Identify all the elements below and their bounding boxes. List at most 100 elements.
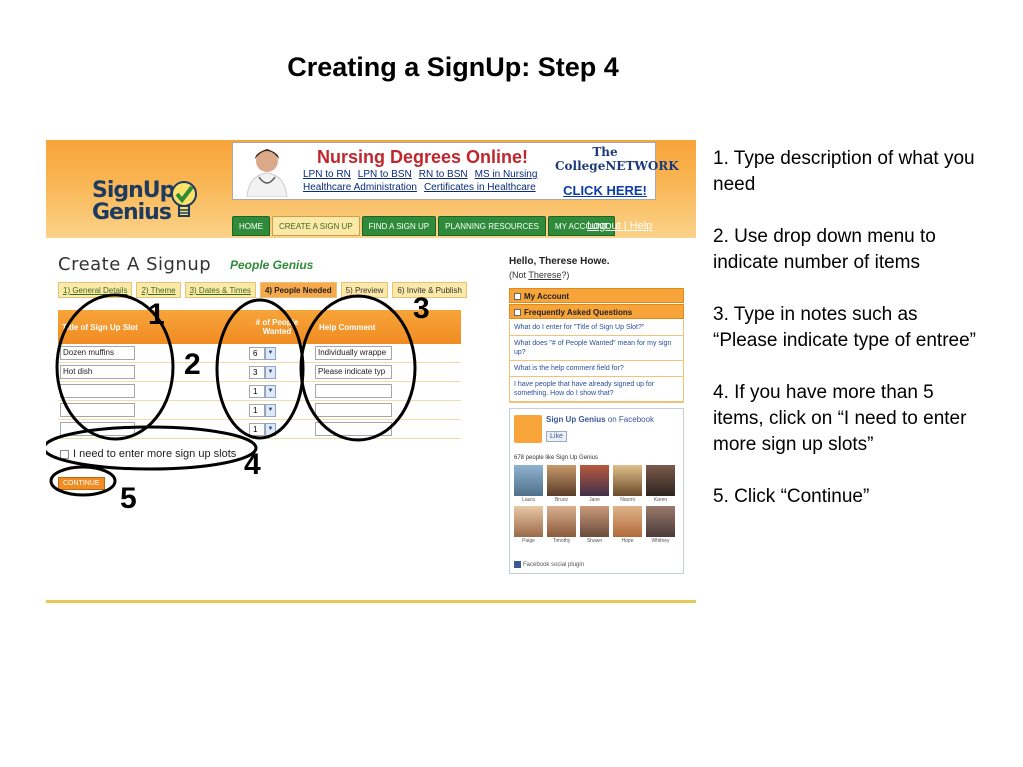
slot-title-input[interactable]: Dozen muffins <box>60 346 135 360</box>
fb-face[interactable]: Paige <box>514 506 543 545</box>
people-wanted-select[interactable]: 3▼ <box>249 365 276 379</box>
faq-item[interactable]: I have people that have already signed u… <box>510 377 683 402</box>
annotation-number-5: 5 <box>120 482 137 515</box>
step-invite-publish[interactable]: 6) Invite & Publish <box>392 282 467 298</box>
slot-title-input[interactable] <box>60 422 135 436</box>
annotation-number-3: 3 <box>413 292 430 325</box>
top-links: Logout | Help <box>587 220 653 232</box>
my-account-panel[interactable]: My Account <box>509 288 684 303</box>
step-people-needed[interactable]: 4) People Needed <box>259 282 337 298</box>
chevron-down-icon[interactable]: ▼ <box>265 422 276 436</box>
continue-button[interactable]: CONTINUE <box>58 477 105 490</box>
fb-on-facebook: on Facebook <box>607 415 655 424</box>
ad-link[interactable]: MS in Nursing <box>474 169 538 180</box>
not-user-link[interactable]: Therese <box>528 270 562 280</box>
faq-item[interactable]: What does "# of People Wanted" mean for … <box>510 336 683 361</box>
slot-title-input[interactable]: Hot dish <box>60 365 135 379</box>
fb-face-name: Hope <box>621 538 634 544</box>
instruction-notes: 1. Type description of what you need 2. … <box>713 146 978 536</box>
logout-link[interactable]: Logout <box>587 220 621 232</box>
fb-face[interactable]: Karen <box>646 465 675 504</box>
table-row: 1▼ <box>58 382 461 401</box>
chevron-down-icon[interactable]: ▼ <box>265 403 276 417</box>
help-comment-input[interactable]: Individually wrappe <box>315 346 392 360</box>
chevron-down-icon[interactable]: ▼ <box>265 346 276 360</box>
fb-like-button[interactable]: Like <box>546 431 567 442</box>
greeting: Hello, Therese Howe. <box>509 256 610 267</box>
ad-link[interactable]: LPN to BSN <box>357 169 412 180</box>
page-title: Create A Signup <box>58 254 212 275</box>
people-wanted-select[interactable]: 1▼ <box>249 384 276 398</box>
chevron-down-icon[interactable]: ▼ <box>265 365 276 379</box>
faq-item[interactable]: What is the help comment field for? <box>510 361 683 377</box>
people-wanted-select[interactable]: 6▼ <box>249 346 276 360</box>
more-slots-option[interactable]: I need to enter more sign up slots <box>60 448 236 460</box>
fb-face-name: Bruce <box>554 497 569 503</box>
step-dates-times[interactable]: 3) Dates & Times <box>184 282 256 298</box>
fb-face[interactable]: Bruce <box>547 465 576 504</box>
expand-icon[interactable] <box>514 293 521 301</box>
nav-create-signup[interactable]: CREATE A SIGN UP <box>272 216 360 236</box>
ad-click-here-button[interactable]: CLICK HERE! <box>563 183 647 198</box>
fb-face-name: Timothy <box>552 538 571 544</box>
people-wanted-select[interactable]: 1▼ <box>249 422 276 436</box>
fb-face[interactable]: Shawn <box>580 506 609 545</box>
fb-face-name: Jane <box>589 497 600 503</box>
ad-link[interactable]: LPN to RN <box>303 169 351 180</box>
ad-links: LPN to RN LPN to BSN RN to BSN MS in Nursin… <box>303 169 543 193</box>
facebook-icon <box>514 561 521 568</box>
fb-face[interactable]: Whitney <box>646 506 675 545</box>
slot-title-input[interactable] <box>60 403 135 417</box>
instruction-1: 1. Type description of what you need <box>713 148 975 195</box>
faq-title: Frequently Asked Questions <box>524 308 633 317</box>
ad-link[interactable]: RN to BSN <box>418 169 468 180</box>
not-user-line: (Not Therese?) <box>509 270 569 280</box>
page-subtitle: People Genius <box>230 258 314 272</box>
fb-page-line: Sign Up Genius on Facebook <box>546 415 654 424</box>
fb-face[interactable]: Jane <box>580 465 609 504</box>
site-header: SignUp Genius Nursing Degrees Online! LP… <box>46 140 696 238</box>
people-wanted-value: 1 <box>249 422 265 436</box>
chevron-down-icon[interactable]: ▼ <box>265 384 276 398</box>
faq-panel[interactable]: Frequently Asked Questions <box>509 304 684 319</box>
table-row: Hot dish 3▼ Please indicate typ <box>58 363 461 382</box>
fb-page-name[interactable]: Sign Up Genius <box>546 415 606 424</box>
avatar <box>547 506 576 537</box>
fb-face[interactable]: Naomi <box>613 465 642 504</box>
ad-link[interactable]: Healthcare Administration <box>303 182 417 193</box>
instruction-5: 5. Click “Continue” <box>713 486 870 507</box>
people-wanted-value: 6 <box>249 346 265 360</box>
help-link[interactable]: Help <box>629 220 653 232</box>
fb-faces: Laura Bruce Jane Naomi Karen Paige Timot… <box>514 465 682 545</box>
people-wanted-select[interactable]: 1▼ <box>249 403 276 417</box>
help-comment-input[interactable]: Please indicate typ <box>315 365 392 379</box>
slot-title-input[interactable] <box>60 384 135 398</box>
step-general-details[interactable]: 1) General Details <box>58 282 133 298</box>
help-comment-input[interactable] <box>315 384 392 398</box>
fb-face-name: Shawn <box>586 538 603 544</box>
lightbulb-icon <box>171 181 197 217</box>
step-theme[interactable]: 2) Theme <box>136 282 181 298</box>
fb-face[interactable]: Laura <box>514 465 543 504</box>
college-network-logo[interactable]: The CollegeNETWORK CLICK HERE! <box>555 145 679 198</box>
nav-planning-resources[interactable]: PLANNING RESOURCES <box>438 216 546 236</box>
ad-link[interactable]: Certificates in Healthcare <box>423 182 536 193</box>
more-slots-checkbox[interactable] <box>60 449 69 459</box>
fb-face[interactable]: Timothy <box>547 506 576 545</box>
nav-find-signup[interactable]: FIND A SIGN UP <box>361 216 437 236</box>
instruction-3: 3. Type in notes such as “Please indicat… <box>713 304 976 351</box>
step-preview[interactable]: 5) Preview <box>340 282 389 298</box>
help-comment-input[interactable] <box>315 422 392 436</box>
main-nav: HOME CREATE A SIGN UP FIND A SIGN UP PLA… <box>232 216 616 236</box>
faq-list: What do I enter for "Title of Sign Up Sl… <box>509 320 684 403</box>
nav-my-account[interactable]: MY ACCOUNT <box>547 216 616 236</box>
fb-face[interactable]: Hope <box>613 506 642 545</box>
nav-home[interactable]: HOME <box>232 216 270 236</box>
signup-genius-logo[interactable]: SignUp Genius <box>92 178 204 234</box>
fb-social-plugin: Facebook social plugin <box>514 561 584 568</box>
faq-item[interactable]: What do I enter for "Title of Sign Up Sl… <box>510 320 683 336</box>
collapse-icon[interactable] <box>514 309 521 317</box>
help-comment-input[interactable] <box>315 403 392 417</box>
signup-genius-fb-logo[interactable] <box>514 415 542 443</box>
